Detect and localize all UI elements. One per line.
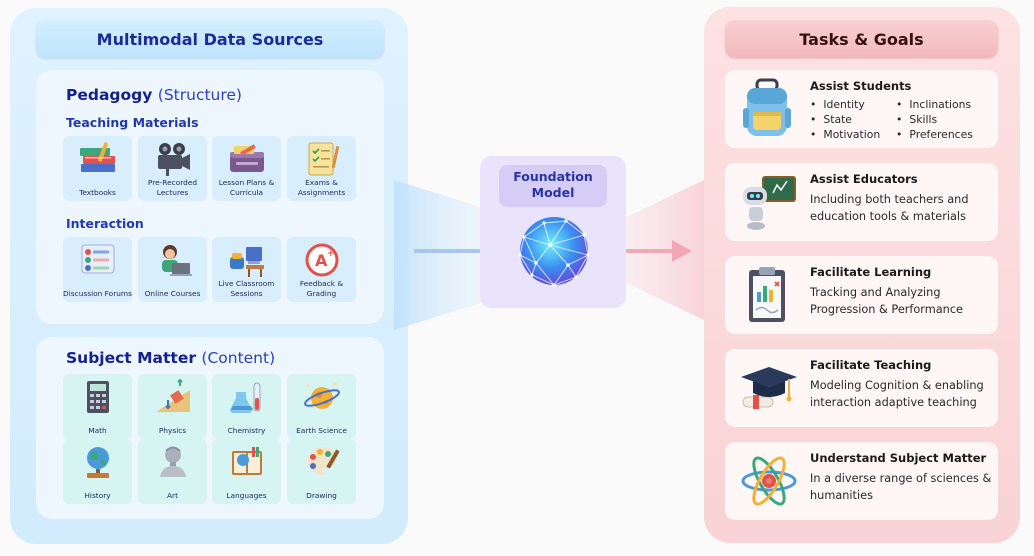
tile-chemistry: Chemistry (212, 374, 281, 439)
tile-label: Textbooks (79, 187, 116, 197)
textbooks-icon (80, 142, 115, 172)
svg-text:+: + (327, 249, 335, 259)
tile-label: Languages (226, 490, 267, 500)
task-facilitate-teaching: Facilitate Teaching Modeling Cognition &… (725, 349, 998, 427)
tile-label: Pre-Recorded Lectures (147, 178, 198, 197)
interaction-title: Interaction (66, 216, 144, 231)
atom-icon (741, 456, 797, 506)
tile-label: Math (88, 425, 107, 435)
subject-matter-title: Subject Matter (Content) (66, 349, 275, 367)
tile-live-classroom: Live Classroom Sessions (212, 237, 281, 302)
student-aspect: Motivation (810, 127, 880, 142)
tile-languages: Languages (212, 439, 281, 504)
student-aspects-col1: Identity State Motivation (810, 97, 880, 142)
tile-label: Chemistry (227, 425, 266, 435)
student-aspect: Preferences (896, 127, 973, 142)
online-course-icon (162, 245, 192, 276)
flow-arrows (394, 170, 725, 330)
student-aspect: Identity (810, 97, 880, 112)
classroom-icon (230, 247, 264, 277)
teaching-materials-title: Teaching Materials (66, 115, 199, 130)
graduation-cap-icon (741, 367, 797, 409)
task-description: Including both teachers and education to… (810, 193, 969, 223)
neural-sphere-icon (518, 217, 590, 287)
input-beam (394, 180, 490, 330)
student-aspect: State (810, 112, 880, 127)
tile-label: Online Courses (144, 288, 201, 298)
student-aspect: Inclinations (896, 97, 973, 112)
tile-label: Exams & Assignments (297, 178, 346, 197)
task-understand-subject-matter: Understand Subject Matter In a diverse r… (725, 442, 998, 520)
robot-teacher-icon (743, 176, 796, 230)
books-icon (232, 447, 262, 475)
student-aspects-col2: Inclinations Skills Preferences (896, 97, 973, 142)
tile-label: Drawing (306, 490, 337, 500)
pedagogy-subtitle: (Structure) (157, 86, 242, 104)
tile-label: History (84, 490, 111, 500)
task-title: Facilitate Learning (810, 265, 932, 279)
tasks-goals-title: Tasks & Goals (725, 20, 998, 58)
tile-history: History (63, 439, 132, 504)
tile-pre-recorded-lectures: Pre-Recorded Lectures (138, 136, 207, 201)
pedagogy-title: Pedagogy (Structure) (66, 86, 242, 104)
physics-icon (156, 378, 190, 412)
exam-icon (308, 142, 340, 176)
tile-earth-science: Earth Science (287, 374, 356, 439)
globe-icon (87, 447, 109, 478)
palette-icon (307, 447, 340, 476)
task-facilitate-learning: Facilitate Learning Tracking and Analyzi… (725, 256, 998, 334)
tile-label: Art (167, 490, 178, 500)
lesson-plans-icon (230, 144, 264, 172)
tile-label: Physics (158, 425, 187, 435)
task-description: Tracking and Analyzing Progression & Per… (810, 286, 963, 316)
tile-lesson-plans: Lesson Plans & Curricula (212, 136, 281, 201)
tile-label: Lesson Plans & Curricula (218, 178, 275, 197)
report-clipboard-icon (749, 267, 785, 322)
backpack-icon (743, 78, 791, 136)
tile-label: Feedback & Grading (299, 279, 344, 298)
tile-label: Discussion Forums (63, 288, 132, 298)
data-sources-title: Multimodal Data Sources (36, 20, 384, 58)
grade-icon: A + (305, 243, 339, 277)
pedagogy-title-text: Pedagogy (66, 86, 153, 104)
tile-label: Live Classroom Sessions (218, 279, 275, 298)
task-description: In a diverse range of sciences & humanit… (810, 472, 992, 502)
tile-drawing: Drawing (287, 439, 356, 504)
tile-discussion-forums: Discussion Forums (63, 237, 132, 302)
tile-math: Math (63, 374, 132, 439)
video-camera-icon (158, 143, 190, 176)
chemistry-icon (230, 382, 261, 413)
task-title: Understand Subject Matter (810, 451, 987, 465)
task-assist-students: Assist Students Identity State Motivatio… (725, 70, 998, 148)
bust-icon (160, 446, 186, 477)
tile-label: Earth Science (296, 425, 347, 435)
tile-online-courses: Online Courses (138, 237, 207, 302)
svg-text:A: A (315, 251, 328, 270)
output-arrow (598, 240, 692, 262)
tile-physics: Physics (138, 374, 207, 439)
tile-textbooks: Textbooks (63, 136, 132, 201)
student-aspect: Skills (896, 112, 973, 127)
planet-icon (303, 382, 341, 409)
tile-feedback-grading: A + Feedback & Grading (287, 237, 356, 302)
subject-matter-subtitle: (Content) (201, 349, 276, 367)
calculator-icon (87, 381, 109, 413)
task-title: Facilitate Teaching (810, 358, 932, 372)
forum-icon (81, 244, 115, 274)
task-title: Assist Educators (810, 172, 918, 186)
task-description: Modeling Cognition & enabling interactio… (810, 379, 984, 409)
tile-exams: Exams & Assignments (287, 136, 356, 201)
foundation-model-label: Foundation Model (499, 165, 607, 207)
tile-art: Art (138, 439, 207, 504)
subject-matter-title-text: Subject Matter (66, 349, 196, 367)
task-assist-educators: Assist Educators Including both teachers… (725, 163, 998, 241)
task-title: Assist Students (810, 79, 912, 93)
